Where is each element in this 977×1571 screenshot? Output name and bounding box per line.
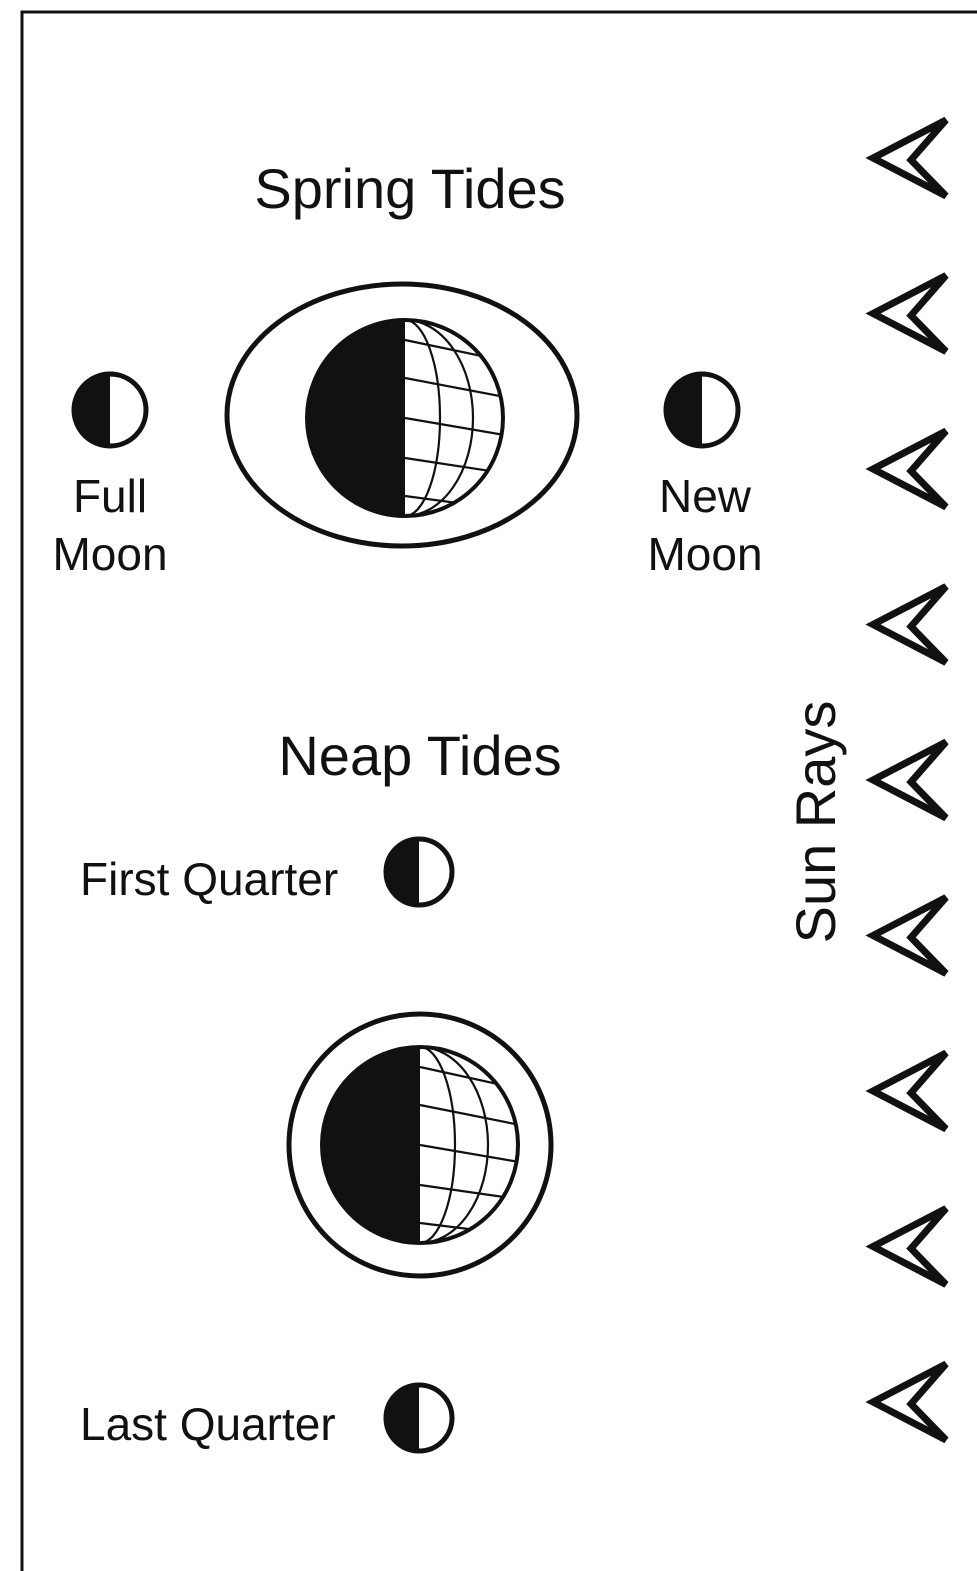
diagram-frame [20, 10, 977, 1571]
spring-tides-title: Spring Tides [254, 157, 565, 220]
sun-rays-group [865, 116, 949, 1444]
arrowhead-icon [865, 427, 949, 511]
sun-rays-label: Sun Rays [784, 701, 847, 944]
arrowhead-icon [865, 1205, 949, 1288]
neap-tides-title: Neap Tides [278, 724, 561, 787]
new-moon-label-line1: New [659, 470, 752, 522]
new-moon-icon [663, 371, 741, 449]
neap-tidal-bulge [286, 1011, 554, 1279]
last-quarter-moon-icon [383, 1382, 455, 1454]
arrowhead-icon [865, 116, 949, 200]
new-moon-label-line2: Moon [647, 528, 762, 580]
arrowhead-icon [865, 1360, 949, 1444]
first-quarter-moon-icon [383, 836, 455, 908]
arrowhead-icon [865, 272, 949, 355]
full-moon-icon [71, 371, 149, 449]
full-moon-label-line2: Moon [52, 528, 167, 580]
first-quarter-label: First Quarter [80, 853, 338, 905]
last-quarter-label: Last Quarter [80, 1398, 336, 1450]
arrowhead-icon [865, 1049, 949, 1133]
arrowhead-icon [865, 738, 949, 822]
arrowhead-icon [865, 894, 949, 977]
full-moon-label-line1: Full [73, 470, 147, 522]
spring-tidal-bulge [224, 281, 580, 549]
arrowhead-icon [865, 583, 949, 666]
earth-icon-neap [320, 1045, 520, 1245]
earth-icon-spring [305, 318, 505, 518]
